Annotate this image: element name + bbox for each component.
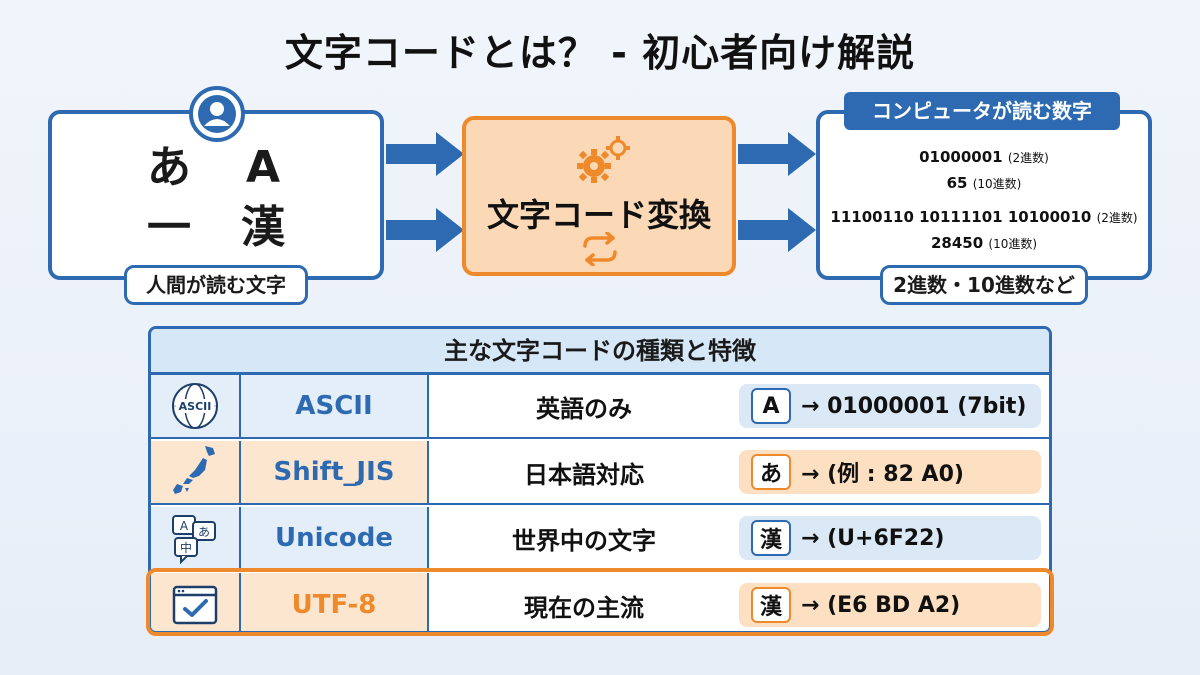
computer-label: 2進数・10進数など [880,265,1088,305]
binary-line: 01000001 (2進数) [919,148,1049,166]
conversion-label: 文字コード変換 [486,196,711,234]
human-chars: あ A 一 漢 [52,140,380,256]
binary-line: 11100110 10111101 10100010 (2進数) [830,208,1138,226]
decimal-line: 28450 (10進数) [930,234,1038,252]
encoding-name: UTF-8 [241,573,429,631]
user-icon [189,86,245,142]
svg-text:A: A [180,519,189,533]
example-value: → 01000001 (7bit) [801,393,1027,419]
page-title: 文字コードとは？ - 初心者向け解説 [284,31,916,75]
arrow-right-icon [738,208,816,252]
encoding-description: 英語のみ [536,394,632,423]
example-value: → (U+6F22) [801,525,945,551]
encoding-example: あ → (例 : 82 A0) [739,450,1041,494]
encoding-name: ASCII [241,375,429,437]
arrow-right-icon [386,132,464,176]
computer-tag: コンピュータが読む数字 [844,92,1120,130]
svg-text:あ: あ [198,525,210,539]
multilingual-chat-icon: A あ 中 [172,515,216,565]
encoding-example: 漢 → (E6 BD A2) [739,583,1041,627]
char-ichi: 一 [147,202,191,253]
example-glyph: A [751,388,791,424]
example-glyph: あ [751,454,791,490]
gears-icon [577,136,630,183]
refresh-icon [583,232,617,266]
svg-text:中: 中 [180,540,192,555]
arrow-right-icon [386,208,464,252]
encoding-name: Unicode [241,507,429,569]
encoding-example: 漢 → (U+6F22) [739,516,1041,560]
browser-check-icon [172,585,218,625]
example-glyph: 漢 [751,520,791,556]
example-value: → (例 : 82 A0) [801,462,964,487]
arrow-right-icon [738,132,816,176]
japan-map-icon [173,446,215,494]
computer-readable-box: 01000001 (2進数) 65 (10進数) 11100110 101111… [816,110,1152,280]
conversion-box: 文字コード変換 [462,116,736,276]
char-a-hiragana: あ [147,142,191,193]
encoding-example: A → 01000001 (7bit) [739,384,1041,428]
decimal-line: 65 (10進数) [946,174,1022,192]
human-label: 人間が読む文字 [124,265,308,305]
encoding-description: 世界中の文字 [512,526,656,555]
globe-ascii-icon: ASCII [172,383,218,429]
char-a-latin: A [245,142,281,193]
encoding-name: Shift_JIS [241,441,429,503]
table-row: UTF-8 現在の主流 漢 → (E6 BD A2) [151,573,1049,631]
example-glyph: 漢 [751,587,791,623]
table-row: A あ 中 Unicode 世界中の文字 漢 → (U+6F22) [151,507,1049,571]
svg-text:ASCII: ASCII [179,400,212,413]
encoding-description: 現在の主流 [524,593,644,622]
example-value: → (E6 BD A2) [801,592,961,618]
encoding-description: 日本語対応 [524,460,644,489]
table-row: Shift_JIS 日本語対応 あ → (例 : 82 A0) [151,441,1049,505]
table-row: ASCII ASCII 英語のみ A → 01000001 (7bit) [151,375,1049,439]
table-header: 主な文字コードの種類と特徴 [151,329,1049,375]
human-readable-box: あ A 一 漢 [48,110,384,280]
char-kan: 漢 [241,202,285,253]
encoding-table: 主な文字コードの種類と特徴 ASCII ASCII 英語のみ A → 01000… [148,326,1052,634]
